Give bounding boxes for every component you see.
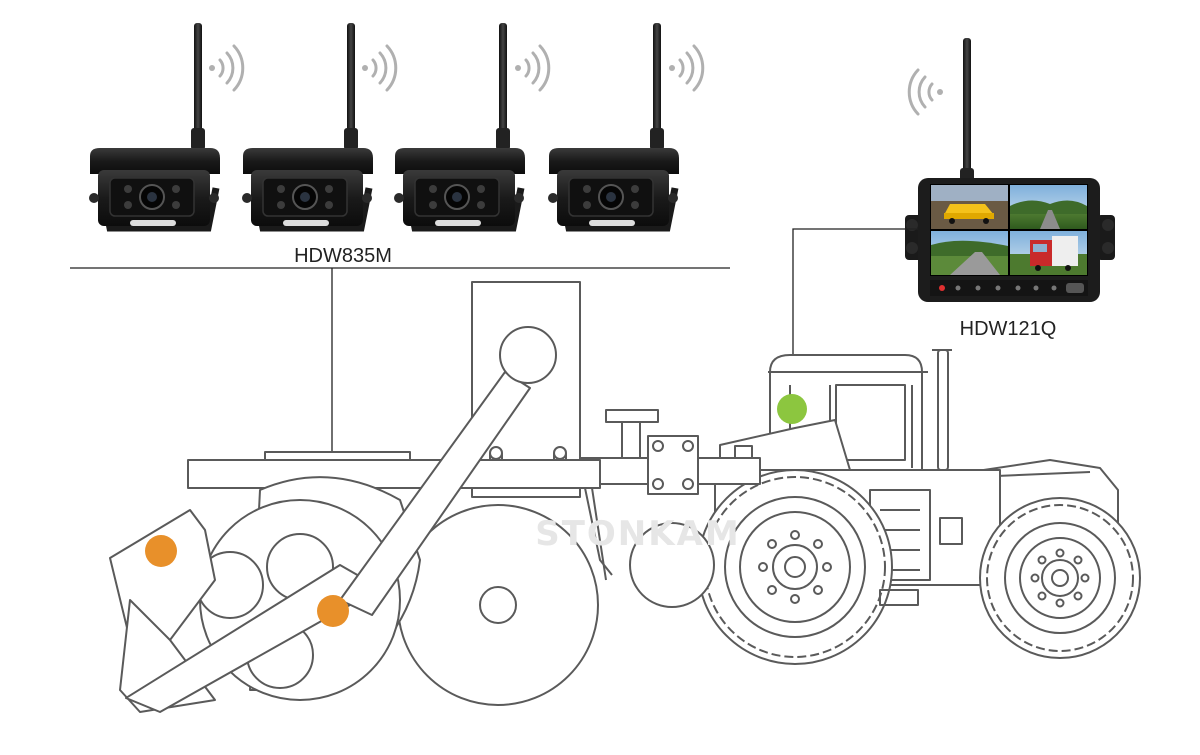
camera-position-marker-rear — [317, 595, 349, 627]
monitor-icon — [905, 38, 1115, 302]
camera-model-label: HDW835M — [294, 245, 392, 267]
camera-2-icon — [242, 23, 373, 228]
watermark-text: STONKAM — [535, 514, 741, 554]
camera-2-wifi-icon — [360, 44, 398, 92]
camera-1-icon — [89, 23, 220, 228]
monitor-position-marker — [777, 394, 807, 424]
camera-position-marker-front — [145, 535, 177, 567]
camera-3-wifi-icon — [513, 44, 551, 92]
implement-drawing — [109, 281, 761, 713]
camera-1-wifi-icon — [207, 44, 245, 92]
monitor-wifi-icon — [907, 68, 945, 116]
monitor-model-label: HDW121Q — [960, 318, 1057, 340]
camera-3-icon — [394, 23, 525, 228]
tractor-drawing — [697, 349, 1141, 665]
camera-group — [89, 23, 705, 228]
camera-4-icon — [548, 23, 679, 228]
camera-4-wifi-icon — [667, 44, 705, 92]
